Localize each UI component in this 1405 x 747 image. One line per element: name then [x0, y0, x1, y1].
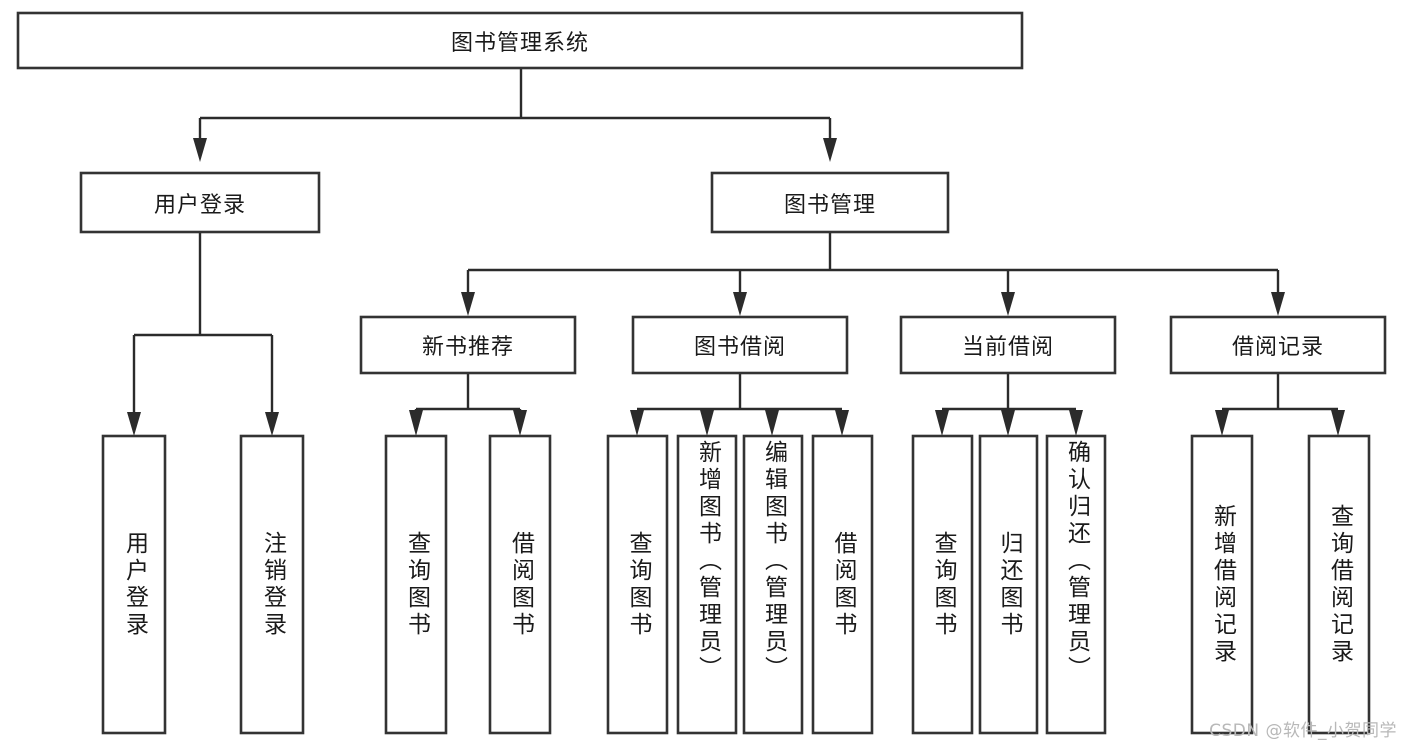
arrow-bb-3	[765, 410, 779, 436]
node-box-book-borrow[interactable]	[631, 315, 849, 375]
arrow-br-1	[1215, 410, 1229, 436]
connector-group-root	[193, 68, 837, 162]
arrow-bm-to-new-book	[461, 292, 475, 316]
connector-group-borrow-record	[1215, 373, 1345, 436]
arrow-cb-2	[1001, 410, 1015, 436]
node-box-new-book-recommend[interactable]	[359, 315, 577, 375]
arrow-cb-3	[1069, 410, 1083, 436]
node-box-current-borrow[interactable]	[899, 315, 1117, 375]
node-box-leaf-query-book-3[interactable]	[911, 434, 974, 735]
node-box-book-management[interactable]	[710, 171, 950, 234]
node-box-leaf-add-record[interactable]	[1190, 434, 1254, 735]
node-box-leaf-add-book[interactable]	[676, 434, 738, 735]
arrow-br-2	[1331, 410, 1345, 436]
arrow-nbr-left	[409, 410, 423, 436]
node-box-leaf-query-book-1[interactable]	[384, 434, 448, 735]
connector-group-current-borrow	[935, 373, 1083, 436]
arrow-root-to-user-login	[193, 138, 207, 162]
node-box-leaf-edit-book[interactable]	[742, 434, 804, 735]
node-box-leaf-user-login[interactable]	[101, 434, 167, 735]
connector-group-user-login	[127, 232, 279, 436]
node-box-leaf-return-book[interactable]	[978, 434, 1039, 735]
arrow-bm-to-current-borrow	[1001, 292, 1015, 316]
arrow-bm-to-borrow-record	[1271, 292, 1285, 316]
arrow-bm-to-book-borrow	[733, 292, 747, 316]
arrow-user-login-left	[127, 412, 141, 436]
node-box-leaf-borrow-book-1[interactable]	[488, 434, 552, 735]
node-box-leaf-borrow-book-2[interactable]	[811, 434, 874, 735]
connector-group-book-borrow	[630, 373, 849, 436]
arrow-root-to-book-management	[823, 138, 837, 162]
node-box-leaf-query-record[interactable]	[1307, 434, 1371, 735]
node-box-leaf-query-book-2[interactable]	[606, 434, 669, 735]
connector-group-book-management	[461, 232, 1285, 316]
arrow-user-login-right	[265, 412, 279, 436]
node-box-leaf-logout[interactable]	[239, 434, 305, 735]
arrow-bb-4	[835, 410, 849, 436]
arrow-cb-1	[935, 410, 949, 436]
node-box-leaf-confirm-return[interactable]	[1045, 434, 1107, 735]
arrow-bb-1	[630, 410, 644, 436]
connector-group-new-book-recommend	[409, 373, 527, 436]
watermark-text: CSDN @软件_小贺同学	[1209, 721, 1397, 741]
arrow-bb-2	[700, 410, 714, 436]
node-box-user-login[interactable]	[79, 171, 321, 234]
arrow-nbr-right	[513, 410, 527, 436]
node-box-root[interactable]	[16, 11, 1024, 70]
node-box-borrow-record[interactable]	[1169, 315, 1387, 375]
